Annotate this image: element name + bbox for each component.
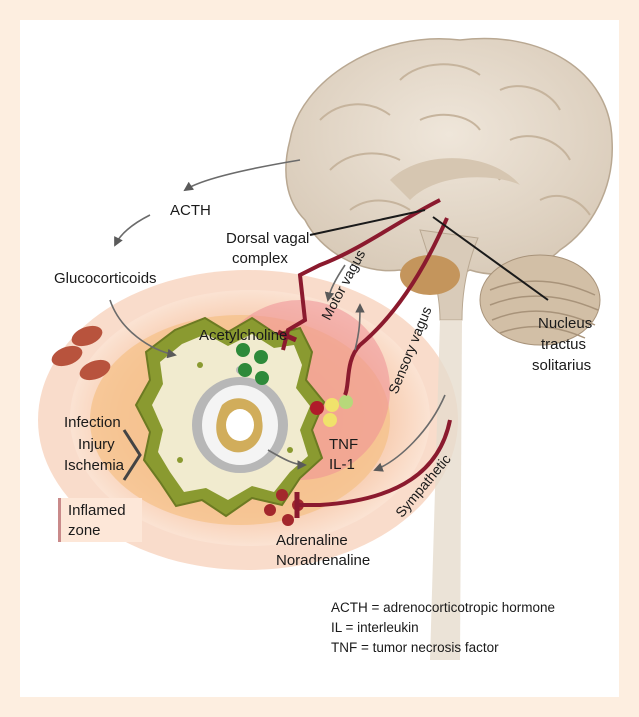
label-infection: Infection (64, 414, 121, 432)
label-noradrenaline: Noradrenaline (276, 552, 370, 570)
label-tnf: TNF (329, 436, 358, 454)
label-injury: Injury (78, 436, 115, 454)
legend: ACTH = adrenocorticotropic hormone IL = … (331, 598, 555, 658)
arrow-acth-to-glucocorticoids (115, 215, 150, 245)
label-dorsal-vagal-2: complex (232, 250, 288, 268)
label-nucleus-2: tractus (541, 336, 586, 354)
label-adrenaline: Adrenaline (276, 532, 348, 550)
label-acetylcholine: Acetylcholine (199, 327, 287, 345)
label-dorsal-vagal-1: Dorsal vagal (226, 230, 309, 248)
label-nucleus-3: solitarius (532, 357, 591, 375)
label-ischemia: Ischemia (64, 457, 124, 475)
label-inflamed-2: zone (68, 522, 101, 540)
arrow-brain-to-acth (185, 160, 300, 190)
label-glucocorticoids: Glucocorticoids (54, 270, 157, 288)
legend-il: IL = interleukin (331, 618, 555, 638)
label-acth: ACTH (170, 202, 211, 220)
legend-tnf: TNF = tumor necrosis factor (331, 638, 555, 658)
legend-acth: ACTH = adrenocorticotropic hormone (331, 598, 555, 618)
label-nucleus-1: Nucleus (538, 315, 592, 333)
label-il1: IL-1 (329, 456, 355, 474)
label-inflamed-1: Inflamed (68, 502, 126, 520)
